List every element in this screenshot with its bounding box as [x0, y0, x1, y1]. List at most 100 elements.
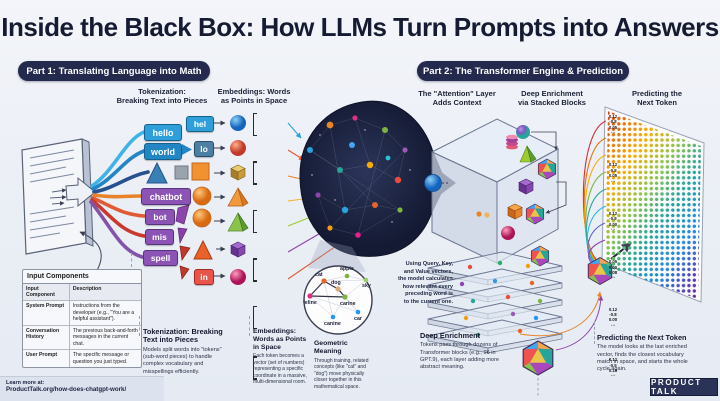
- part1-banner: Part 1: Translating Language into Math: [18, 61, 210, 81]
- word-chip-chatbot: chatbot: [141, 188, 191, 205]
- magnifier-zoom: [303, 240, 373, 335]
- word-chip-world: world: [144, 143, 182, 160]
- header-predicting: Predicting the Next Token: [631, 89, 682, 107]
- table-row: User Prompt The specific message or ques…: [23, 350, 141, 367]
- part2-banner: Part 2: The Transformer Engine & Predict…: [417, 61, 629, 81]
- explainer-enrichment: Deep Enrichment Tokens pass through doze…: [420, 331, 508, 371]
- input-components-table: Input Components Input Component Descrip…: [22, 269, 142, 368]
- divider: [249, 316, 250, 336]
- space-word-dog: dog: [331, 280, 341, 286]
- space-word-cat: cat: [315, 272, 323, 278]
- token-to-vector-arrows: [214, 120, 226, 279]
- token-chip-in: in: [194, 269, 214, 285]
- header-enrichment: Deep Enrichment via Stacked Blocks: [518, 89, 586, 107]
- table-title: Input Components: [23, 270, 141, 284]
- token-chip-lo: lo: [194, 141, 214, 157]
- token-vector-sphere: [424, 174, 442, 192]
- space-word-car: car: [354, 316, 362, 322]
- divider: [131, 253, 132, 267]
- header-attention: The "Attention" Layer Adds Context: [418, 89, 496, 107]
- explainer-title: Deep Enrichment: [420, 331, 481, 340]
- space-word-canine: canine: [324, 321, 341, 327]
- explainer-title: Tokenization: Breaking Text into Pieces: [143, 327, 223, 345]
- orange-pyramid-icon: [237, 187, 249, 207]
- header-embeddings: Embeddings: Words as Points in Space: [217, 87, 291, 105]
- explainer-body: Models split words into "tokens" (sub-wo…: [143, 346, 222, 375]
- orange-circle-token: [192, 208, 212, 228]
- explainer-embeddings: Embeddings: Words as Points in Space Eac…: [253, 328, 311, 386]
- learn-more-url[interactable]: ProductTalk.org/how-does-chatgpt-work/: [6, 386, 127, 393]
- blue-triangle-token: [146, 161, 168, 184]
- rainbow-connectors: [582, 120, 607, 268]
- explainer-title: Embeddings: Words as Points in Space: [253, 328, 307, 351]
- table-header-row: Input Component Description: [23, 284, 141, 301]
- cell-system-prompt-desc: Instructions from the developer (e.g., "…: [72, 303, 135, 322]
- magenta-sphere-icon: [230, 269, 246, 285]
- table-header-component: Input Component: [23, 284, 70, 300]
- cell-user-prompt: User Prompt: [23, 350, 70, 367]
- divider: [594, 322, 595, 344]
- space-word-apple: apple: [340, 266, 354, 272]
- word-chip-hello: hello: [144, 124, 182, 141]
- page-title: Inside the Black Box: How LLMs Turn Prom…: [1, 12, 719, 42]
- purple-shard-token: [177, 227, 188, 245]
- gold-cube-icon: [230, 164, 246, 181]
- explainer-title: Predicting the Next Token: [597, 333, 687, 342]
- red-triangle-token: [193, 239, 213, 260]
- explainer-predicting: Predicting the Next Token The model look…: [597, 333, 697, 373]
- explainer-body: Tokens pass through dozens of Transforme…: [420, 342, 499, 371]
- header-tokenization: Tokenization: Breaking Text into Pieces: [116, 87, 208, 105]
- orange-circle-token: [192, 186, 212, 206]
- magnifier-circle: [303, 265, 373, 335]
- table-to-document-arrow: [79, 231, 102, 273]
- purple-shard-token: [175, 204, 190, 225]
- blue-pointer: [182, 144, 192, 155]
- footer-band: Learn more at: ProductTalk.org/how-does-…: [0, 376, 164, 401]
- green-pyramid-icon: [237, 212, 249, 232]
- orange-square-token: [191, 162, 210, 181]
- embedding-3d-shapes: [227, 115, 249, 285]
- red-shard-token: [179, 245, 191, 261]
- table-header-description: Description: [72, 286, 102, 292]
- gray-square-token: [174, 165, 189, 180]
- cylinder-icon: [506, 134, 518, 150]
- cell-conversation-history-desc: The previous back-and-forth messages in …: [72, 327, 138, 347]
- cell-conversation-history: Conversation History: [23, 325, 70, 349]
- cell-system-prompt: System Prompt: [23, 301, 70, 325]
- red-sphere-icon: [230, 140, 246, 156]
- table-row: System Prompt Instructions from the deve…: [23, 301, 141, 326]
- blue-sphere-icon: [230, 115, 246, 131]
- cell-user-prompt-desc: The specific message or question you jus…: [72, 352, 130, 365]
- word-chip-bot: bot: [145, 209, 175, 225]
- red-shard-token: [179, 265, 190, 280]
- explainer-body: The model looks at the last enriched vec…: [597, 344, 688, 373]
- prompt-document-icon: [21, 138, 96, 255]
- space-word-carine: carine: [340, 301, 356, 307]
- explainer-title: Geometric Meaning: [314, 340, 348, 355]
- explainer-tokenization: Tokenization: Breaking Text into Pieces …: [143, 327, 233, 376]
- token-ribbons: [89, 130, 150, 259]
- learn-more-label: Learn more at:: [6, 380, 45, 386]
- word-chip-spell: spell: [143, 250, 178, 266]
- token-chip-hel: hel: [186, 116, 214, 132]
- attention-note: Using Query, Key, and Value vectors, the…: [397, 261, 453, 305]
- word-chip-mis: mis: [145, 229, 174, 245]
- token-shapes: [146, 144, 213, 280]
- divider: [139, 316, 140, 336]
- brand-badge: PRODUCT TALK: [650, 378, 718, 396]
- purple-cube-icon: [230, 241, 246, 258]
- space-word-feline: feline: [303, 300, 317, 306]
- transformer-cube: [424, 118, 567, 264]
- explainer-geometric: Geometric Meaning Through training, rela…: [314, 340, 374, 390]
- table-row: Conversation History The previous back-a…: [23, 325, 141, 350]
- vocabulary-dot-grid: [605, 111, 701, 299]
- explainer-body: Each token becomes a vector (set of numb…: [253, 353, 307, 386]
- green-pyramid-icon: [526, 145, 537, 163]
